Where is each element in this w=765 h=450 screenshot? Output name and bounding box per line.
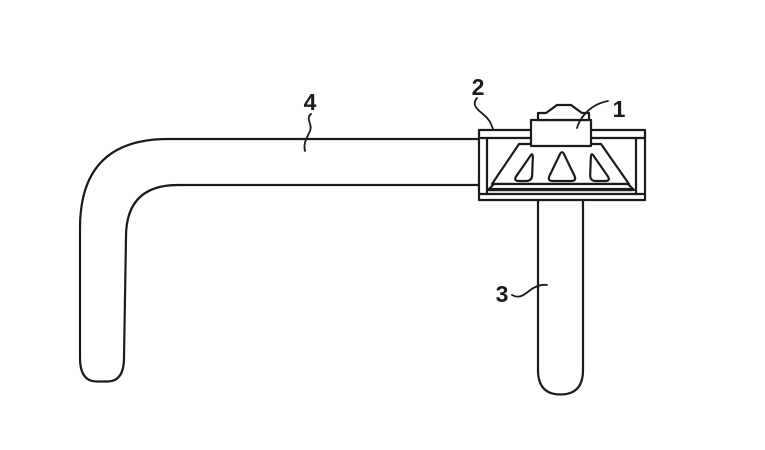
ref-label-1: 1 <box>613 96 626 122</box>
cap-block <box>529 103 593 148</box>
cone-cutout-right <box>589 153 610 183</box>
reference-numerals: 1 2 3 4 <box>304 74 626 307</box>
l-shaped-tube <box>78 137 481 383</box>
ref-label-4: 4 <box>304 89 317 115</box>
stepped-cap <box>536 103 591 122</box>
block-body <box>529 118 593 148</box>
cone-element <box>486 142 636 192</box>
ref-label-2: 2 <box>472 74 485 100</box>
leader-lines <box>303 97 609 298</box>
drawing-lines <box>78 97 647 396</box>
leader-line-3 <box>511 283 548 298</box>
leader-line-2 <box>473 97 494 130</box>
cone-cutout-left <box>514 153 534 183</box>
leader-line-4 <box>303 113 312 152</box>
cone-cutout-middle <box>547 151 577 183</box>
ref-label-3: 3 <box>496 281 509 307</box>
vertical-tube <box>536 198 585 396</box>
leader-line-1 <box>576 100 609 129</box>
